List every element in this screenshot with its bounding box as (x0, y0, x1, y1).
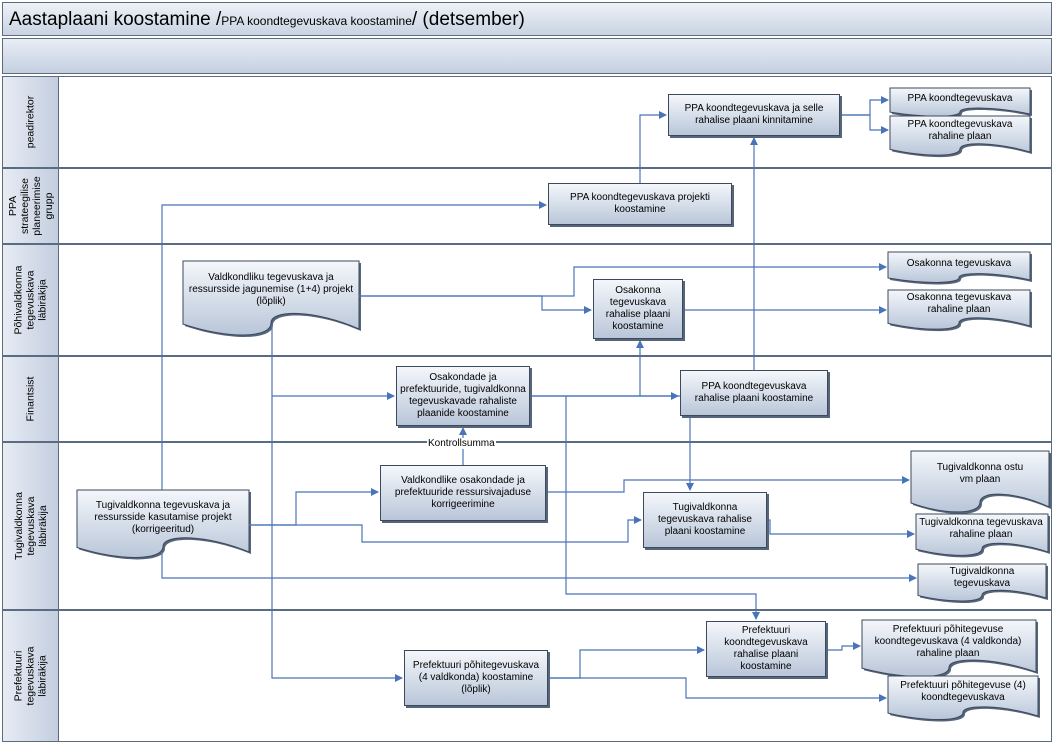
doc-tugi-tegevuskava[interactable]: Tugivaldkonna tegevuskava (949, 566, 1015, 589)
conn-tugi-projekt-to-projekt (161, 201, 547, 490)
title-bar: Aastaplaani koostamine /PPA koondtegevus… (2, 2, 1052, 36)
doc-tugi-projekt[interactable]: Tugivaldkonna tegevuskava ja ressursside… (94, 500, 232, 535)
lane-label-finantsist: Finantsist (2, 356, 59, 442)
lane-finantsist (59, 356, 1052, 442)
title-main: Aastaplaani koostamine / (9, 9, 222, 30)
conn-kinnitamine-to-ppa-koond (840, 96, 889, 116)
doc-ppa-koondtegevuskava[interactable]: PPA koondtegevuskava (907, 93, 1013, 104)
doc-shape-tugi-ostu[interactable] (910, 450, 1050, 513)
doc-shape-ppa-koond-rahaline[interactable] (889, 115, 1031, 156)
doc-shape-tugi-projekt[interactable] (76, 489, 250, 558)
conn-projekt-to-kinnitamine (639, 111, 667, 183)
doc-shape-osakonna-rahaline[interactable] (887, 289, 1031, 330)
doc-shape-valdkondliku[interactable] (182, 260, 360, 336)
conn-tugi-rahaline-to-doc (767, 519, 915, 538)
doc-pref-koond[interactable]: Prefektuuri põhitegevuse (4) koondtegevu… (900, 680, 1026, 703)
connector-lines (161, 96, 917, 702)
title-suffix: / (detsember) (411, 9, 525, 30)
conn-tugi-projekt-to-tugi-tegevuskava (161, 552, 917, 582)
conn-korrigeerimine-to-tugi-ostu (546, 476, 910, 493)
conn-pref-pohi-to-pref-koond (548, 677, 887, 702)
process-rahalised-plaanid[interactable]: Osakondade ja prefektuuride, tugivaldkon… (396, 366, 530, 426)
conn-valdkondliku-to-osakonna-rahaline (359, 295, 592, 314)
conn-tugi-projekt-to-tugi-rahaline (249, 516, 642, 543)
doc-shape-tugi-tegevuskava[interactable] (917, 563, 1047, 602)
page-title: Aastaplaani koostamine /PPA koondtegevus… (9, 9, 525, 32)
lane-peadirektor (59, 76, 1052, 168)
process-kinnitamine[interactable]: PPA koondtegevuskava ja selle rahalise p… (668, 94, 840, 136)
doc-shape-pref-koond[interactable] (887, 675, 1039, 721)
process-osakonna-rahaline[interactable]: Osakonna tegevuskava rahalise plaani koo… (593, 279, 683, 339)
process-tugi-rahaline[interactable]: Tugivaldkonna tegevuskava rahalise plaan… (643, 492, 767, 548)
doc-shape-ppa-koond[interactable] (889, 87, 1031, 117)
process-pref-pohitegevuskava[interactable]: Prefektuuri põhitegevuskava (4 valdkonda… (404, 650, 548, 706)
conn-kinnitamine-to-ppa-koond-rahaline (840, 114, 889, 134)
doc-shape-osakonna[interactable] (887, 251, 1031, 283)
process-korrigeerimine[interactable]: Valdkondlike osakondade ja prefektuuride… (380, 465, 546, 521)
doc-shape-pref-rahaline[interactable] (861, 619, 1037, 678)
kontrollsumma-label: Kontrollsumma (427, 438, 496, 449)
conn-valdkondliku-to-rahalised (271, 325, 395, 400)
conn-valdkondliku-to-pref-pohi (271, 396, 403, 682)
title-sub: PPA koondtegevuskava koostamine (221, 14, 412, 28)
process-pref-koond-rahaline[interactable]: Prefektuuri koondtegevuskava rahalise pl… (706, 621, 826, 677)
doc-shape-tugi-rahaline[interactable] (915, 513, 1049, 556)
lane-label-prefektuur: Prefektuuri tegevuskava läbiräkija (2, 610, 59, 742)
lane-label-tugivaldkond: Tugivaldkonna tegevuskava läbiräkija (2, 442, 59, 610)
doc-pref-rahaline[interactable]: Prefektuuri põhitegevuse koondtegevuskav… (874, 624, 1022, 659)
document-shapes (76, 87, 1051, 722)
conn-pref-koond-rahaline-to-doc (826, 642, 861, 651)
doc-ppa-koond-rahaline[interactable]: PPA koondtegevuskava rahaline plaan (907, 119, 1013, 142)
lane-strategic-group (59, 168, 1052, 244)
lane-label-strategic-group: PPA strateegilise planeerimise grupp (2, 168, 59, 244)
conn-tugi-projekt-to-korrigeerimine (249, 488, 379, 526)
lane-label-peadirektor: peadirektor (2, 76, 59, 168)
process-koondtegevuskava-projekt[interactable]: PPA koondtegevuskava projekti koostamine (548, 183, 732, 225)
doc-valdkondliku-projekt[interactable]: Valdkondliku tegevuskava ja ressursside … (188, 272, 354, 307)
conn-pref-pohi-to-pref-koond-rahaline (548, 646, 705, 679)
doc-osakonna-rahaline[interactable]: Osakonna tegevuskava rahaline plaan (906, 292, 1012, 315)
process-ppa-rahaline[interactable]: PPA koondtegevuskava rahalise plaani koo… (680, 370, 828, 416)
lane-label-pohivaldkond: Põhivaldkonna tegevuskava läbiräkija (2, 244, 59, 356)
doc-osakonna-tegevuskava[interactable]: Osakonna tegevuskava (906, 258, 1012, 269)
doc-tugi-rahaline[interactable]: Tugivaldkonna tegevuskava rahaline plaan (919, 517, 1043, 540)
conn-rahalised-to-tugi-rahaline (530, 395, 694, 491)
phase-header (2, 38, 1052, 74)
conn-rahalised-to-pref-koond-rahaline (565, 396, 760, 620)
doc-tugi-ostu-plaan[interactable]: Tugivaldkonna ostu vm plaan (936, 462, 1024, 485)
